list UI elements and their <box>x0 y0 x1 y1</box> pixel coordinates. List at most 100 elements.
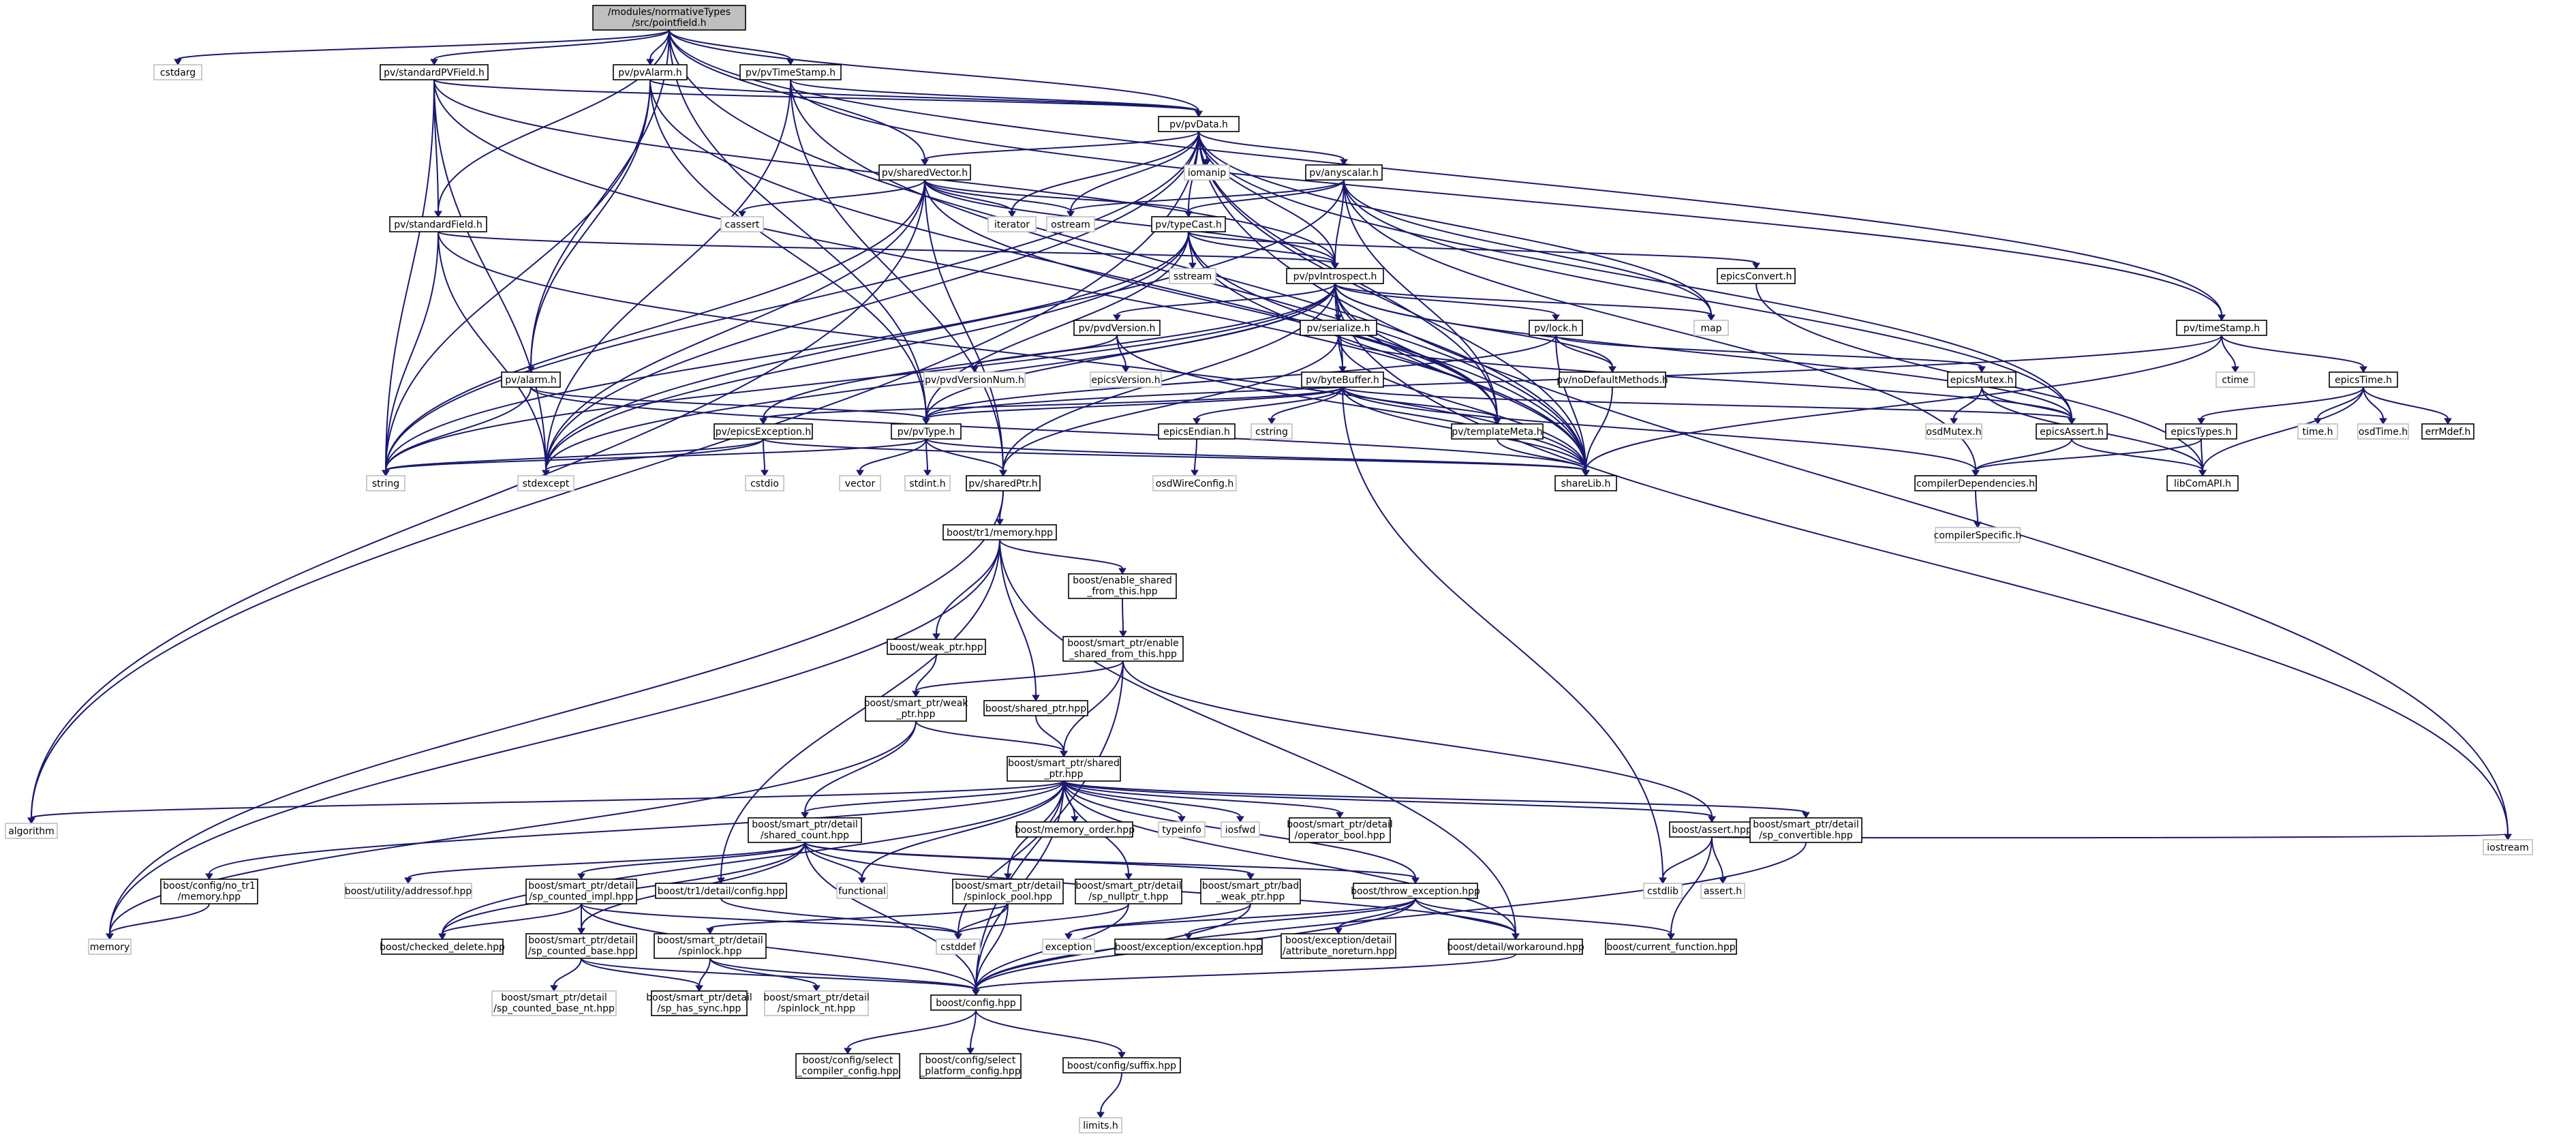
node-label-tr1memory-0: boost/tr1/memory.hpp <box>947 528 1053 538</box>
edge-throwException-to-exceptionHpp <box>1188 898 1416 934</box>
node-spHasSync[interactable]: boost/smart_ptr/detail/sp_has_sync.hpp <box>646 990 752 1016</box>
node-spEnableShared[interactable]: boost/smart_ptr/enable_shared_from_this.… <box>1062 636 1184 662</box>
edge-anyscalar-to-compilerDependencies <box>1343 179 1976 471</box>
edge-configHpp-to-suffix <box>975 1009 1122 1053</box>
node-enableShared[interactable]: boost/enable_shared_from_this.hpp <box>1068 573 1177 599</box>
node-errMdef[interactable]: errMdef.h <box>2421 423 2474 440</box>
node-spConvertible[interactable]: boost/smart_ptr/detail/sp_convertible.hp… <box>1749 817 1862 843</box>
node-label-root-0: /modules/normativeTypes <box>608 7 731 18</box>
node-configHpp[interactable]: boost/config.hpp <box>930 994 1022 1011</box>
node-lock[interactable]: pv/lock.h <box>1529 320 1583 336</box>
node-label-checkedDelete-0: boost/checked_delete.hpp <box>380 942 505 953</box>
node-suffix[interactable]: boost/config/suffix.hpp <box>1062 1057 1181 1073</box>
node-attrNoreturn[interactable]: boost/exception/detail/attribute_noretur… <box>1281 933 1396 959</box>
node-epicsAssert[interactable]: epicsAssert.h <box>2036 423 2108 440</box>
node-epicsMutex[interactable]: epicsMutex.h <box>1947 371 2017 388</box>
edge-lock-to-shareLib <box>1555 335 1586 471</box>
node-memoryOrder[interactable]: boost/memory_order.hpp <box>1015 821 1135 838</box>
node-box-ostream <box>1046 216 1095 232</box>
node-selectPlatform[interactable]: boost/config/select_platform_config.hpp <box>919 1053 1022 1079</box>
node-box-pvTimeStamp <box>739 64 842 80</box>
node-tr1Config[interactable]: boost/tr1/detail/config.hpp <box>655 883 787 899</box>
edge-lock-to-noDefaultMethods <box>1555 335 1613 367</box>
node-epicsTime[interactable]: epicsTime.h <box>2329 371 2398 388</box>
edge-pvAlarm-to-string <box>385 79 651 471</box>
node-label-noDefaultMethods-0: pv/noDefaultMethods.h <box>1557 375 1668 386</box>
node-standardPVField[interactable]: pv/standardPVField.h <box>380 64 489 80</box>
arrowhead-sharedVector-to-iterator <box>1008 211 1016 217</box>
node-epicsTypes[interactable]: epicsTypes.h <box>2165 423 2237 440</box>
node-alarm[interactable]: pv/alarm.h <box>501 371 561 388</box>
node-currentFunction[interactable]: boost/current_function.hpp <box>1605 939 1737 955</box>
node-byteBuffer[interactable]: pv/byteBuffer.h <box>1301 371 1384 388</box>
node-standardField[interactable]: pv/standardField.h <box>389 216 487 232</box>
edge-spWeakPtr-to-spSharedPtr <box>915 720 1064 752</box>
node-spinlock[interactable]: boost/smart_ptr/detail/spinlock.hpp <box>654 933 767 959</box>
node-shareLib[interactable]: shareLib.h <box>1554 475 1617 491</box>
node-weakPtrHpp[interactable]: boost/weak_ptr.hpp <box>887 639 986 655</box>
edge-pvdVersion-to-pvdVersionNum <box>974 335 1118 367</box>
node-box-cstdlib <box>1643 883 1683 899</box>
node-libComAPI[interactable]: libComAPI.h <box>2166 475 2239 491</box>
node-box-pvType <box>891 423 962 440</box>
node-assertHpp[interactable]: boost/assert.hpp <box>1669 821 1755 838</box>
node-timeStamp[interactable]: pv/timeStamp.h <box>2176 320 2267 336</box>
node-noDefaultMethods[interactable]: pv/noDefaultMethods.h <box>1557 371 1668 388</box>
node-throwException[interactable]: boost/throw_exception.hpp <box>1351 883 1480 899</box>
node-checkedDelete[interactable]: boost/checked_delete.hpp <box>380 939 505 955</box>
node-label-epicsException-0: pv/epicsException.h <box>716 427 812 438</box>
node-spNullptr[interactable]: boost/smart_ptr/detail/sp_nullptr_t.hpp <box>1075 879 1182 904</box>
node-sharedVector[interactable]: pv/sharedVector.h <box>878 164 971 181</box>
edge-noDefaultMethods-to-shareLib <box>1585 386 1613 471</box>
node-pvType[interactable]: pv/pvType.h <box>891 423 962 440</box>
node-pvData[interactable]: pv/pvData.h <box>1158 116 1240 132</box>
node-spWeakPtr[interactable]: boost/smart_ptr/weak_ptr.hpp <box>864 696 969 722</box>
node-root[interactable]: /modules/normativeTypes/src/pointfield.h <box>592 5 746 31</box>
node-pvdVersion[interactable]: pv/pvdVersion.h <box>1073 320 1161 336</box>
node-typeinfo: typeinfo <box>1158 821 1206 838</box>
node-pvIntrospect[interactable]: pv/pvIntrospect.h <box>1286 268 1384 284</box>
edge-pvData-to-iostream <box>1198 131 2509 835</box>
node-stdint: stdint.h <box>904 475 951 491</box>
node-epicsEndian[interactable]: epicsEndian.h <box>1158 423 1236 440</box>
edge-epicsException-to-string <box>385 438 764 471</box>
node-pvTimeStamp[interactable]: pv/pvTimeStamp.h <box>739 64 842 80</box>
node-label-sharedCount-1: /shared_count.hpp <box>761 830 849 841</box>
arrowhead-throwException-to-exceptionHpp <box>1184 933 1193 940</box>
node-anyscalar[interactable]: pv/anyscalar.h <box>1305 164 1383 181</box>
node-selectCompiler[interactable]: boost/config/select_compiler_config.hpp <box>795 1053 900 1079</box>
edge-spSharedPtr-to-iosfwd <box>1063 780 1241 817</box>
edge-pvType-to-stdint <box>925 438 928 471</box>
node-sharedCount[interactable]: boost/smart_ptr/detail/shared_count.hpp <box>748 817 862 843</box>
node-templateMeta[interactable]: pv/templateMeta.h <box>1451 423 1544 440</box>
node-workaround[interactable]: boost/detail/workaround.hpp <box>1447 939 1584 955</box>
node-epicsException[interactable]: pv/epicsException.h <box>714 423 813 440</box>
node-label-addressof-0: boost/utility/addressof.hpp <box>345 886 472 897</box>
arrowhead-compilerDependencies-to-compilerSpecific <box>1974 521 1982 528</box>
node-sharedPtr[interactable]: pv/sharedPtr.h <box>966 475 1041 491</box>
node-label-pvData-0: pv/pvData.h <box>1169 119 1228 130</box>
node-sharedPtrHpp[interactable]: boost/shared_ptr.hpp <box>983 700 1088 716</box>
node-label-configHpp-0: boost/config.hpp <box>936 998 1016 1009</box>
node-label-cstdio-0: cstdio <box>750 478 779 489</box>
edge-spCountedBase-to-spCountedBaseNt <box>553 958 582 986</box>
node-spCountedBase[interactable]: boost/smart_ptr/detail/sp_counted_base.h… <box>525 933 637 959</box>
node-epicsConvert[interactable]: epicsConvert.h <box>1717 268 1796 284</box>
node-spCountedImpl[interactable]: boost/smart_ptr/detail/sp_counted_impl.h… <box>525 879 637 904</box>
node-compilerDependencies[interactable]: compilerDependencies.h <box>1914 475 2037 491</box>
node-box-suffix <box>1062 1057 1181 1073</box>
node-badWeakPtr[interactable]: boost/smart_ptr/bad_weak_ptr.hpp <box>1200 879 1301 904</box>
node-spSharedPtr[interactable]: boost/smart_ptr/shared_ptr.hpp <box>1007 756 1121 782</box>
node-exceptionHpp[interactable]: boost/exception/exception.hpp <box>1114 939 1263 955</box>
node-pvAlarm[interactable]: pv/pvAlarm.h <box>613 64 688 80</box>
node-iostream: iostream <box>2483 839 2533 855</box>
node-serialize[interactable]: pv/serialize.h <box>1300 320 1377 336</box>
edge-pvIntrospect-to-pvdVersion <box>1116 283 1336 316</box>
node-spinlockPool[interactable]: boost/smart_ptr/detail/spinlock_pool.hpp <box>952 879 1064 904</box>
node-box-spinlockNt <box>764 990 869 1016</box>
node-tr1memory[interactable]: boost/tr1/memory.hpp <box>942 524 1057 540</box>
node-noTr1Memory[interactable]: boost/config/no_tr1/memory.hpp <box>160 879 258 904</box>
node-operatorBool[interactable]: boost/smart_ptr/detail/operator_bool.hpp <box>1287 817 1393 843</box>
node-cstring: cstring <box>1251 423 1293 440</box>
node-typeCast[interactable]: pv/typeCast.h <box>1151 216 1226 232</box>
